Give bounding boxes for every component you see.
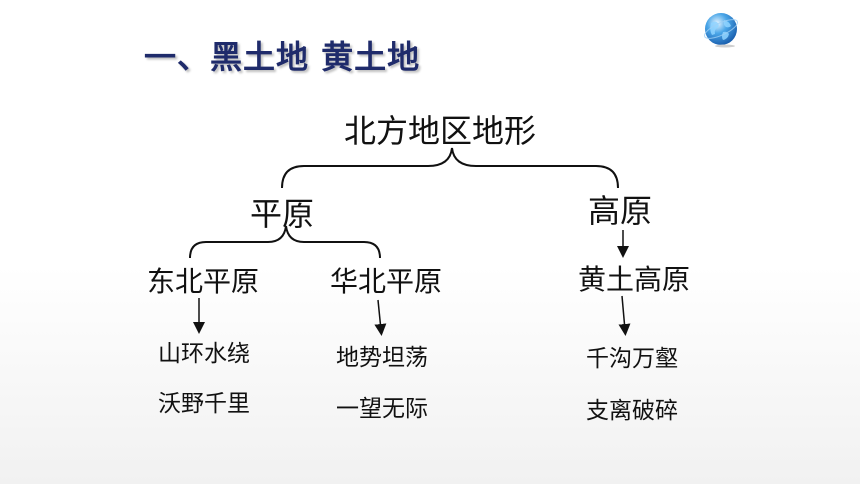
plain-brace xyxy=(189,225,381,259)
desc-loess-2: 支离破碎 xyxy=(586,398,678,424)
node-plateau: 高原 xyxy=(588,192,653,230)
node-north-china-plain: 华北平原 xyxy=(330,265,443,298)
desc-loess-1: 千沟万壑 xyxy=(586,346,678,372)
desc-north-china-2: 一望无际 xyxy=(336,396,428,422)
node-northeast-plain: 东北平原 xyxy=(147,265,260,298)
root-brace xyxy=(281,147,619,189)
arrow-loess-to-desc xyxy=(618,295,631,336)
node-loess-plateau: 黄土高原 xyxy=(578,263,691,296)
slide-heading: 一、黑土地 黄土地 xyxy=(144,38,421,76)
desc-northeast-1: 山环水绕 xyxy=(158,341,250,367)
arrow-north-china-to-desc xyxy=(374,299,387,336)
desc-northeast-2: 沃野千里 xyxy=(158,391,250,417)
globe-icon xyxy=(703,13,739,48)
diagram-root: 北方地区地形 xyxy=(344,112,537,150)
desc-north-china-1: 地势坦荡 xyxy=(336,345,428,371)
node-plain: 平原 xyxy=(250,195,315,233)
